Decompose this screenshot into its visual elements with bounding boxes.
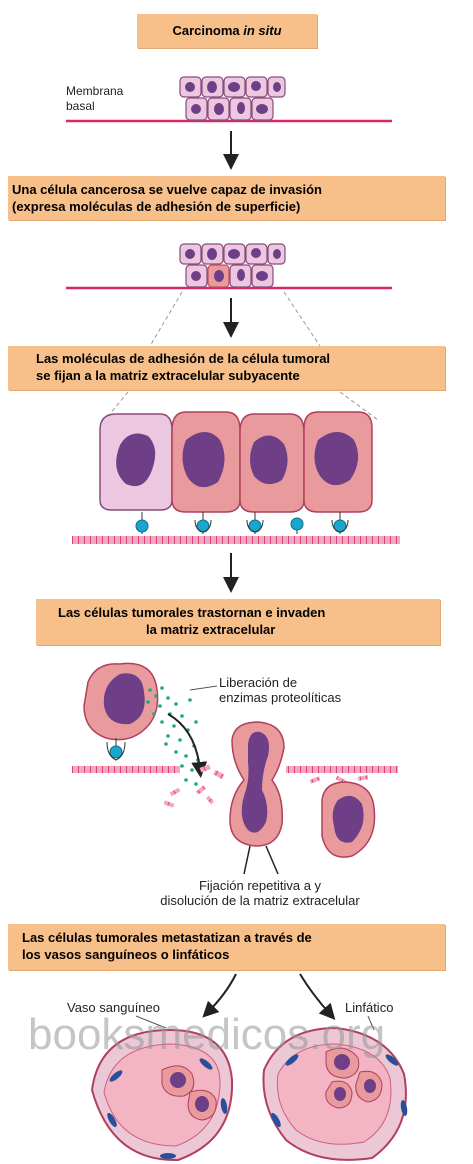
step-5-line1: Las células tumorales metastatizan a tra…	[22, 930, 312, 945]
step-4-line2: la matriz extracelular	[146, 622, 276, 637]
arrow-vessel-right	[299, 973, 336, 1020]
adhesion-receptors	[135, 512, 349, 534]
step-carcinoma-in-situ: Carcinoma in situ	[137, 14, 317, 48]
enzyme-arrow	[167, 713, 208, 778]
step-adhesion: Las moléculas de adhesión de la célula t…	[8, 346, 445, 390]
carcinoma-cells-2	[66, 243, 392, 347]
vaso-leader	[135, 1015, 167, 1029]
step-2-line1: Una célula cancerosa se vuelve capaz de …	[12, 182, 322, 197]
linfatico-leader	[367, 1015, 375, 1031]
extracellular-matrix-2	[72, 764, 398, 808]
step-metastasis: Las células tumorales metastatizan a tra…	[8, 924, 445, 970]
adhesion-cells	[99, 411, 373, 513]
vaso-sanguineo-label: Vaso sanguíneo	[67, 1000, 160, 1015]
linfatico-label: Linfático	[345, 1000, 394, 1015]
enzyme-leader	[189, 685, 218, 691]
step-invasion-capable: Una célula cancerosa se vuelve capaz de …	[8, 176, 445, 220]
invading-cell-left	[83, 662, 159, 761]
lymphatic-vessel	[262, 1026, 408, 1161]
blood-vessel	[90, 1028, 234, 1162]
step-1-text: Carcinoma in situ	[172, 23, 282, 38]
migrating-cell-middle	[229, 721, 285, 875]
carcinoma-cells-1	[66, 76, 392, 123]
extracellular-matrix-1	[72, 536, 400, 544]
step-3-line2: se fijan a la matriz extracelular subyac…	[36, 368, 300, 383]
migrating-cell-right	[321, 781, 376, 858]
arrow-vessel-left	[202, 973, 237, 1018]
membrana-basal-label: Membrana basal	[66, 84, 124, 113]
enzimas-label: Liberación de enzimas proteolíticas	[219, 675, 342, 705]
step-5-line2: los vasos sanguíneos o linfáticos	[22, 947, 230, 962]
step-3-line1: Las moléculas de adhesión de la célula t…	[36, 351, 331, 366]
watermark: booksmedicos.org	[28, 1010, 386, 1059]
step-invade-matrix: Las células tumorales trastornan e invad…	[36, 599, 440, 645]
fijacion-label: Fijación repetitiva a y disolución de la…	[160, 878, 360, 908]
step-2-line2: (expresa moléculas de adhesión de superf…	[12, 199, 301, 214]
step-4-line1: Las células tumorales trastornan e invad…	[58, 605, 326, 620]
